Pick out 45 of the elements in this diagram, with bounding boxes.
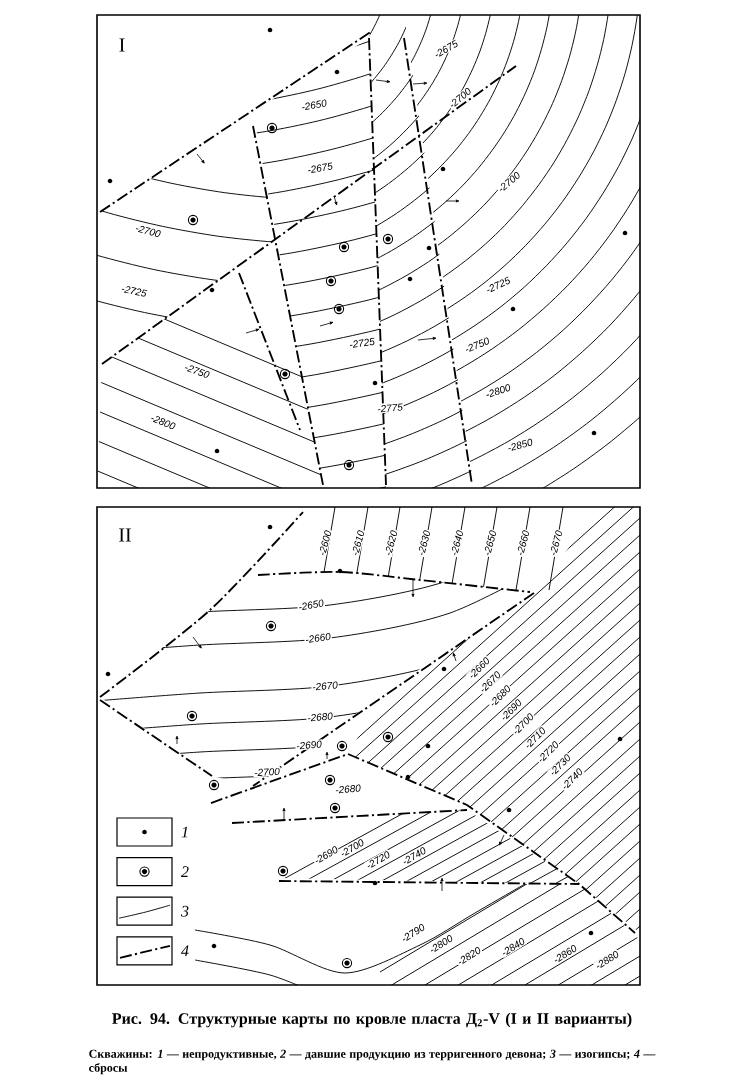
contour-label: -2680 — [333, 783, 363, 795]
contour-label: -2860 — [551, 942, 579, 966]
contour-label: -2725 — [119, 283, 149, 299]
legend-label: 2 — [181, 866, 189, 877]
contour-label: -2640 — [449, 528, 465, 558]
contour-label: -2610 — [350, 528, 366, 558]
contour-label: -2600 — [317, 528, 333, 558]
panel-number: I — [119, 38, 125, 52]
contour-label: -2725 — [347, 336, 377, 350]
contour-label: -2670 — [548, 528, 564, 558]
contour-label: -2630 — [416, 528, 432, 558]
legend-label: 1 — [181, 826, 188, 838]
contour-label: -2840 — [499, 935, 527, 959]
contour-label: -2650 — [296, 598, 326, 612]
contour-label: -2670 — [310, 680, 340, 692]
contour-label: -2850 — [505, 437, 535, 453]
contour-label: -2660 — [303, 631, 333, 645]
legend-label: 3 — [181, 905, 189, 917]
contour-label: -2620 — [383, 528, 399, 558]
contour-label: -2650 — [299, 98, 329, 112]
caption-note: Скважины: 1 — непродуктивные, 2 — давшие продукцию из терригенного девона; 3 — изогипсы; 4 — сбросы — [89, 1049, 656, 1075]
figure-caption: Рис. 94. Структурные карты по кровле пласта Д$_{2}$-V (I и II варианты) — [112, 1012, 632, 1028]
panel-number: II — [119, 528, 131, 542]
contour-label: -2720 — [363, 849, 393, 871]
contour-label: -2680 — [305, 711, 335, 723]
contour-label: -2880 — [593, 948, 621, 972]
contour-label: -2800 — [427, 932, 455, 956]
contour-label: -2775 — [375, 402, 405, 414]
contour-label: -2800 — [483, 382, 513, 400]
contour-label: -2700 — [253, 766, 281, 778]
contour-label: -2725 — [483, 275, 513, 295]
contour-label: -2660 — [515, 528, 531, 558]
contour-label: -2800 — [148, 412, 178, 432]
contour-label: -2675 — [305, 161, 335, 175]
contour-label: -2690 — [294, 739, 324, 751]
contour-label: -2690 — [311, 844, 341, 866]
contour-label: -2700 — [133, 223, 163, 239]
contour-label: -2750 — [182, 362, 212, 380]
contour-label: -2820 — [455, 944, 483, 968]
contour-label: -2675 — [431, 38, 461, 60]
legend-label: 4 — [181, 945, 189, 957]
contour-label: -2740 — [399, 845, 429, 867]
contour-label: -2750 — [462, 335, 492, 355]
contour-label: -2650 — [482, 528, 498, 558]
contour-label: -2790 — [399, 921, 427, 945]
